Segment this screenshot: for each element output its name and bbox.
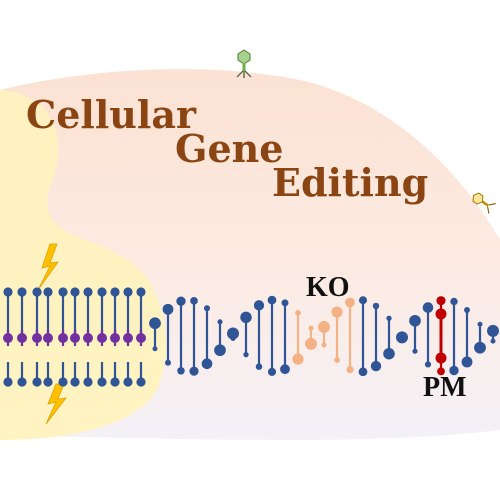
nucleotide-bead — [123, 287, 133, 297]
nucleotide-bead — [240, 311, 252, 324]
nucleotide-bead — [424, 361, 432, 368]
nucleotide-bead — [83, 287, 93, 297]
nucleus — [0, 90, 167, 440]
nucleotide-bead — [305, 337, 317, 350]
nucleotide-bead — [399, 332, 405, 338]
nucleotide-bead — [190, 297, 198, 305]
title-word-gene: Gene — [175, 126, 284, 171]
nucleotide-bead — [253, 300, 265, 311]
nucleotide-bead — [70, 287, 80, 297]
nucleotide-bead — [422, 302, 434, 313]
nucleotide-bead — [136, 287, 146, 297]
nucleotide-bead — [267, 295, 277, 305]
nucleotide-bead — [295, 310, 301, 316]
nucleotide-bead — [358, 296, 368, 305]
nucleotide-bead — [201, 358, 213, 370]
nucleotide-bead — [97, 377, 107, 387]
point-mutation-label: PM — [423, 372, 467, 403]
nucleotide-bead — [83, 377, 93, 387]
nucleotide-bead — [450, 297, 458, 306]
nucleotide-bead — [331, 306, 343, 318]
nucleotide-bead — [490, 338, 496, 344]
nucleotide-bead — [203, 305, 211, 312]
nucleotide-bead — [136, 377, 146, 387]
nucleotide-bead — [217, 319, 223, 325]
nucleotide-bead — [308, 325, 314, 331]
nucleotide-bead — [255, 363, 263, 370]
nucleotide-bead — [43, 377, 53, 387]
nucleotide-bead — [412, 348, 418, 354]
nucleotide-bead — [370, 360, 382, 372]
nucleotide-bead — [152, 346, 158, 352]
nucleotide-bead — [123, 377, 133, 387]
title-word-cellular: Cellular — [26, 92, 196, 137]
bacteriophage-icon — [472, 192, 496, 214]
nucleotide-bead — [110, 287, 120, 297]
nucleotide-bead — [214, 344, 226, 357]
nucleotide-bead — [243, 352, 249, 358]
nucleotide-bead — [43, 287, 53, 297]
bacteriophage-icon — [236, 49, 252, 78]
mutation-bead — [435, 352, 447, 364]
nucleotide-bead — [386, 315, 392, 321]
nucleotide-bead — [396, 331, 408, 344]
nucleotide-bead — [3, 287, 13, 297]
nucleotide-bead — [32, 377, 42, 387]
nucleotide-bead — [358, 367, 368, 377]
nucleotide-bead — [110, 377, 120, 387]
nucleotide-bead — [292, 353, 304, 365]
nucleotide-bead — [464, 307, 470, 313]
nucleotide-bead — [437, 367, 445, 376]
nucleotide-bead — [345, 297, 355, 308]
nucleotide-bead — [449, 365, 459, 376]
nucleotide-bead — [70, 377, 80, 387]
nucleotide-bead — [383, 347, 395, 360]
nucleotide-bead — [32, 287, 42, 297]
nucleotide-bead — [281, 299, 289, 307]
nucleotide-bead — [58, 287, 68, 297]
nucleotide-bead — [461, 356, 473, 368]
nucleotide-bead — [409, 314, 421, 327]
nucleotide-bead — [267, 367, 277, 376]
nucleotide-bead — [17, 287, 27, 297]
nucleotide-bead — [487, 324, 499, 337]
lightning-bolt-icon — [37, 243, 59, 291]
nucleotide-bead — [474, 341, 486, 354]
nucleotide-bead — [149, 317, 161, 330]
nucleotide-bead — [318, 321, 330, 333]
nucleotide-bead — [436, 296, 446, 306]
nucleotide-bead — [162, 303, 174, 315]
nucleotide-bead — [17, 377, 27, 387]
mutation-bead — [435, 308, 447, 320]
nucleotide-bead — [230, 336, 236, 342]
nucleotide-bead — [3, 377, 13, 387]
nucleotide-bead — [372, 302, 380, 310]
dna-double-helix — [3, 287, 499, 387]
nucleotide-bead — [280, 364, 290, 375]
nucleotide-bead — [477, 321, 483, 327]
nucleotide-bead — [334, 357, 340, 363]
nucleotide-bead — [165, 359, 171, 366]
title-word-editing: Editing — [272, 160, 429, 205]
nucleotide-bead — [177, 367, 185, 375]
nucleotide-bead — [321, 342, 327, 348]
nucleotide-bead — [189, 366, 199, 376]
nucleotide-bead — [346, 366, 354, 374]
nucleotide-bead — [227, 327, 239, 340]
nucleotide-bead — [176, 296, 186, 306]
nucleotide-bead — [58, 377, 68, 387]
knockout-label: KO — [306, 272, 350, 303]
nucleotide-bead — [97, 287, 107, 297]
